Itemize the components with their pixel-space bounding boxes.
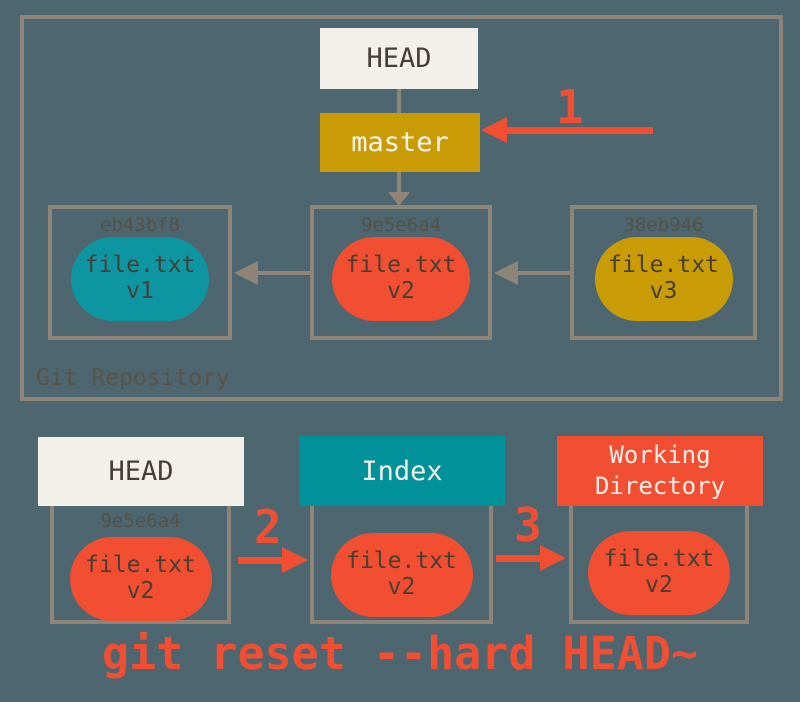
head-pointer-box: HEAD <box>320 28 478 89</box>
head-pointer-label: HEAD <box>366 43 432 74</box>
head-area-label: HEAD <box>108 456 174 487</box>
git-repository-label: Git Repository <box>36 365 230 391</box>
file-name: file.txt <box>345 252 457 279</box>
commit3-to-commit2-line <box>516 271 572 275</box>
file-version: v2 <box>126 578 155 604</box>
file-name: file.txt <box>603 546 715 573</box>
working-snapshot-box: file.txt v2 <box>569 500 749 624</box>
head-area-header: HEAD <box>38 437 244 506</box>
git-repository-box: Git Repository <box>20 15 783 401</box>
file-version: v1 <box>126 278 154 304</box>
file-blob-working-v2: file.txt v2 <box>588 531 730 615</box>
master-to-commit-line <box>397 172 401 193</box>
step3-number: 3 <box>514 498 542 552</box>
commit-box-9e5e6a4: 9e5e6a4 file.txt v2 <box>310 205 492 340</box>
step2-number: 2 <box>254 500 282 554</box>
index-snapshot-box: file.txt v2 <box>310 500 493 624</box>
index-area-label: Index <box>361 455 443 487</box>
file-blob-v3: file.txt v3 <box>594 237 733 321</box>
file-version: v2 <box>387 278 415 304</box>
head-snapshot-box: 9e5e6a4 file.txt v2 <box>50 500 231 624</box>
file-version: v3 <box>649 278 678 304</box>
step1-arrowhead-icon <box>481 117 507 143</box>
file-version: v2 <box>645 572 673 598</box>
commit2-to-commit1-arrowhead-icon <box>234 261 258 285</box>
step3-arrowhead-icon <box>540 545 566 571</box>
file-blob-v1: file.txt v1 <box>71 237 209 321</box>
step1-arrow-line <box>503 127 653 134</box>
file-blob-index-v2: file.txt v2 <box>330 533 473 617</box>
commit-hash: eb43bf8 <box>99 214 181 236</box>
commit3-to-commit2-arrowhead-icon <box>494 261 518 285</box>
master-branch-box: master <box>320 113 480 172</box>
commit2-to-commit1-line <box>256 271 312 275</box>
working-directory-label: Working Directory <box>594 440 726 500</box>
step2-arrowhead-icon <box>282 547 308 573</box>
commit-box-eb43bf8: eb43bf8 file.txt v1 <box>48 205 232 340</box>
commit-hash: 9e5e6a4 <box>360 214 442 236</box>
index-area-header: Index <box>299 436 505 506</box>
commit-box-38eb946: 38eb946 file.txt v3 <box>570 205 757 340</box>
file-blob-head-v2: file.txt v2 <box>69 537 212 621</box>
file-name: file.txt <box>346 548 457 575</box>
command-caption: git reset --hard HEAD~ <box>101 627 699 680</box>
file-blob-v2: file.txt v2 <box>332 237 470 321</box>
step3-arrow-line <box>496 555 542 562</box>
file-version: v2 <box>387 574 416 600</box>
commit-hash: 9e5e6a4 <box>100 510 181 532</box>
master-branch-label: master <box>351 127 449 158</box>
commit-hash: 38eb946 <box>623 214 704 236</box>
master-to-commit-arrowhead-icon <box>388 192 410 206</box>
step1-number: 1 <box>556 80 584 134</box>
file-name: file.txt <box>608 252 719 279</box>
head-to-master-line <box>397 89 401 113</box>
step2-arrow-line <box>238 557 284 564</box>
file-name: file.txt <box>84 252 196 279</box>
working-directory-header: Working Directory <box>557 436 763 506</box>
file-name: file.txt <box>85 552 196 579</box>
